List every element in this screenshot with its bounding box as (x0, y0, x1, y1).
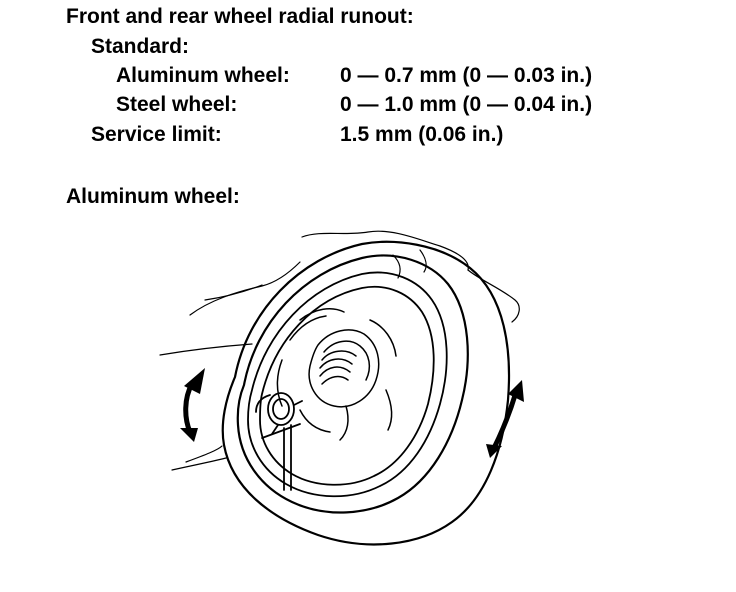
arrow-heads (180, 368, 524, 458)
aluminum-wheel-value: 0 — 0.7 mm (0 — 0.03 in.) (340, 64, 593, 87)
wheel-hub (276, 307, 397, 441)
spec-heading: Front and rear wheel radial runout: (66, 5, 414, 28)
figure-caption: Aluminum wheel: (66, 185, 240, 208)
standard-label: Standard: (91, 35, 190, 58)
aluminum-wheel-label: Aluminum wheel: (116, 64, 290, 87)
tire (221, 240, 511, 546)
steel-wheel-label: Steel wheel: (116, 93, 238, 116)
wheel-rim (247, 271, 448, 498)
dial-indicator-icon (255, 392, 303, 491)
service-limit-value: 1.5 mm (0.06 in.) (340, 123, 504, 146)
rotation-arrow-icon (183, 381, 519, 451)
steel-wheel-value: 0 — 1.0 mm (0 — 0.04 in.) (340, 93, 593, 116)
service-limit-label: Service limit: (91, 123, 222, 146)
